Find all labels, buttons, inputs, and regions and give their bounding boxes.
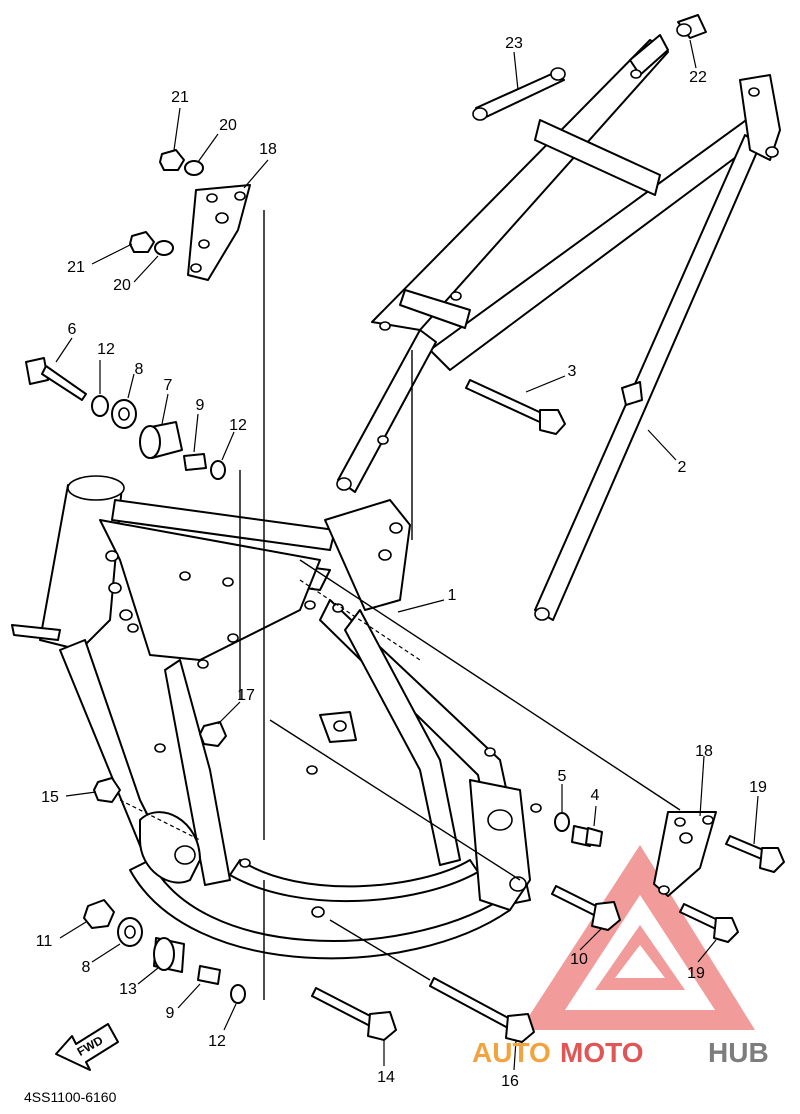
collar-9-top [183,453,207,471]
callout-9-top: 9 [196,397,205,414]
watermark-text: AUTO MOTO HUB [472,1037,769,1068]
callout-12-mid: 12 [229,417,247,434]
callout-21-bottom: 21 [67,259,85,276]
callout-8-top: 8 [135,361,144,378]
callout-8-bottom: 8 [82,959,91,976]
callout-16: 16 [501,1073,519,1090]
callout-21-top: 21 [171,89,189,106]
svg-text:MOTO: MOTO [560,1037,643,1068]
cap-plug [676,14,707,39]
nut-11 [83,899,115,929]
callout-18-bottom: 18 [695,743,713,760]
callout-14: 14 [377,1069,395,1086]
callout-9-bottom: 9 [166,1005,175,1022]
callout-2: 2 [678,459,687,476]
callout-6: 6 [68,321,77,338]
nut-21-bottom [129,231,155,253]
callout-19-bottom: 19 [687,965,705,982]
callout-1: 1 [448,587,457,604]
rear-subframe [336,34,781,621]
bushing-7 [139,421,183,459]
washer-5 [554,812,570,832]
callout-7: 7 [164,377,173,394]
bolt-3 [465,379,566,435]
bolt-14 [311,987,397,1041]
callout-15: 15 [41,789,59,806]
callout-20-bottom: 20 [113,277,131,294]
svg-text:AUTO: AUTO [472,1037,551,1068]
nut-17 [199,721,227,747]
callout-23: 23 [505,35,523,52]
watermark-logo [520,845,755,1030]
callout-22: 22 [689,69,707,86]
bolt-19-bottom [679,903,739,943]
fwd-arrow-icon: FWD [55,1023,119,1071]
callout-12-bottom: 12 [208,1033,226,1050]
engine-bracket-18-bottom [653,811,717,897]
damper-8-top [111,399,137,429]
bolt-6 [25,357,87,401]
callout-17: 17 [237,687,255,704]
engine-bracket-18-top [187,184,251,281]
callout-11: 11 [36,933,53,950]
nut-21-top [159,149,185,171]
svg-text:HUB: HUB [708,1037,769,1068]
main-frame [11,475,542,960]
callout-labels: 1 2 3 4 5 6 7 8 8 9 9 10 11 12 12 12 13 … [36,35,767,1090]
callout-19-top: 19 [749,779,767,796]
tool-wrench [472,67,566,121]
callout-13: 13 [119,981,137,998]
diagram-code: 4SS1100-6160 [24,1089,117,1105]
bolt-16 [429,977,535,1043]
bushing-13 [153,937,185,973]
washer-12-mid [210,460,226,480]
leader-lines [55,39,759,1071]
washer-20-bottom [154,240,174,256]
callout-5: 5 [558,768,567,785]
washer-20-top [184,160,204,176]
assembly-lines [119,210,681,1000]
callout-12-top: 12 [97,341,115,358]
damper-8-bottom [117,917,143,947]
callout-3: 3 [568,363,577,380]
callout-18-top: 18 [259,141,277,158]
bolt-4 [571,825,603,847]
callout-10: 10 [570,951,588,968]
bolt-10 [551,885,621,931]
callout-20-top: 20 [219,117,237,134]
washer-12-top [91,395,109,417]
callout-4: 4 [591,787,600,804]
bolt-19-top [725,835,785,873]
collar-9-bottom [197,965,221,985]
washer-12-bottom [230,984,246,1004]
nut-15 [93,777,121,803]
